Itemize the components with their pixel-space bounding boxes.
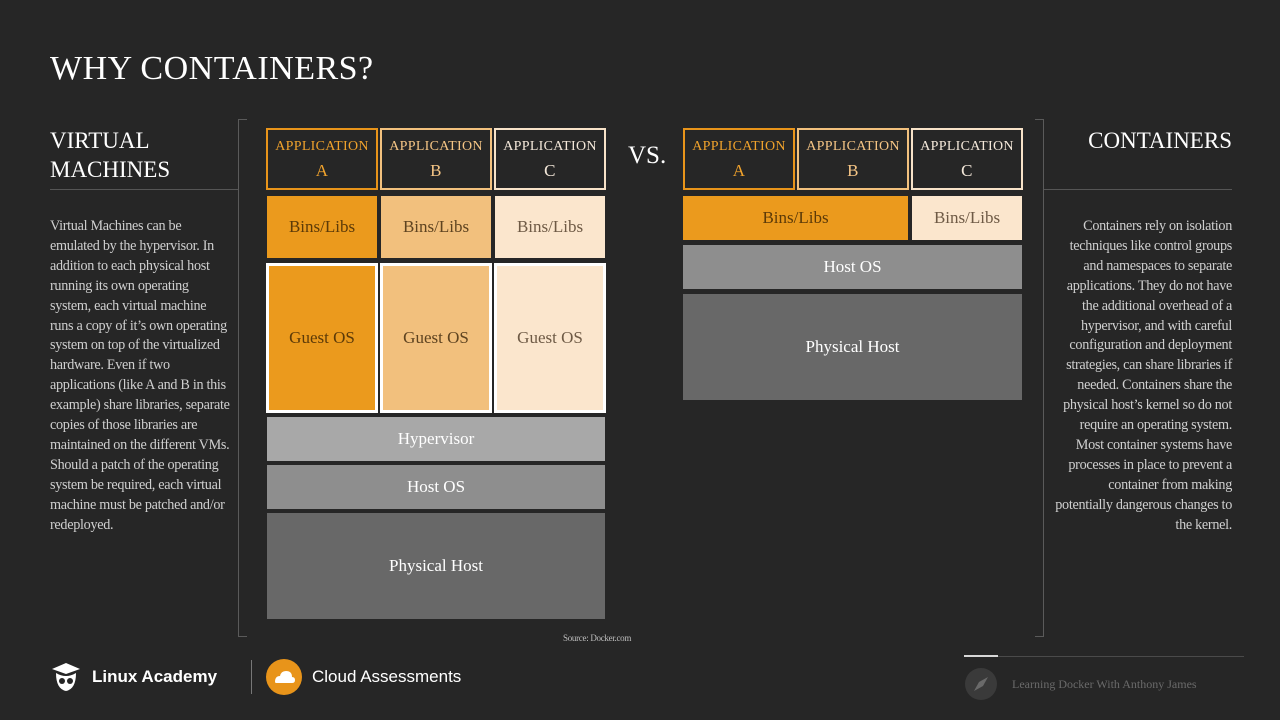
vm-host-os: Host OS bbox=[267, 465, 605, 509]
linux-academy-text: Linux Academy bbox=[92, 667, 218, 686]
vm-app-b: APPLICATION B bbox=[380, 128, 492, 190]
containers-description: Containers rely on isolation techniques … bbox=[1055, 218, 1232, 533]
ct-bins-libs-c: Bins/Libs bbox=[912, 196, 1022, 240]
vm-guest-os-a: Guest OS bbox=[266, 263, 378, 413]
slide-title: WHY CONTAINERS? bbox=[50, 50, 374, 87]
vm-physical-host: Physical Host bbox=[267, 513, 605, 619]
vm-heading-divider bbox=[50, 189, 238, 190]
vm-bins-libs-a: Bins/Libs bbox=[267, 196, 377, 258]
vm-hypervisor: Hypervisor bbox=[267, 417, 605, 461]
progress-track bbox=[998, 656, 1244, 657]
source-caption: Source: Docker.com bbox=[563, 633, 632, 643]
ct-app-a: APPLICATION A bbox=[683, 128, 795, 190]
cloud-assessments-logo: Cloud Assessments bbox=[266, 659, 461, 695]
footer-divider bbox=[251, 660, 252, 694]
ct-app-c: APPLICATION C bbox=[911, 128, 1023, 190]
app-letter: B bbox=[847, 161, 859, 180]
app-label: APPLICATION bbox=[692, 139, 786, 154]
vm-bins-libs-c: Bins/Libs bbox=[495, 196, 605, 258]
compass-icon bbox=[964, 667, 998, 701]
vm-guest-os-c: Guest OS bbox=[494, 263, 606, 413]
vm-description: Virtual Machines can be emulated by the … bbox=[50, 218, 230, 533]
ct-physical-host: Physical Host bbox=[683, 294, 1022, 400]
cloud-assessments-text: Cloud Assessments bbox=[312, 667, 462, 686]
cloud-logo-icon bbox=[266, 659, 302, 695]
vm-bracket bbox=[238, 119, 247, 637]
containers-bracket bbox=[1035, 119, 1044, 637]
app-label: APPLICATION bbox=[389, 139, 483, 154]
app-letter: A bbox=[315, 161, 329, 180]
linux-academy-logo: Linux Academy bbox=[50, 661, 217, 693]
app-label: APPLICATION bbox=[275, 139, 369, 154]
app-letter: A bbox=[732, 161, 746, 180]
ct-host-os: Host OS bbox=[683, 245, 1022, 289]
vs-label: VS. bbox=[628, 142, 667, 169]
app-letter: C bbox=[961, 161, 973, 180]
app-label: APPLICATION bbox=[920, 139, 1014, 154]
vm-app-c: APPLICATION C bbox=[494, 128, 606, 190]
vm-guest-os-b: Guest OS bbox=[380, 263, 492, 413]
ct-bins-libs-shared: Bins/Libs bbox=[683, 196, 908, 240]
vm-heading: VIRTUAL MACHINES bbox=[50, 128, 171, 182]
owl-logo-icon bbox=[50, 661, 82, 693]
containers-heading: CONTAINERS bbox=[1088, 128, 1232, 153]
vm-app-a: APPLICATION A bbox=[266, 128, 378, 190]
app-letter: B bbox=[430, 161, 442, 180]
ct-app-b: APPLICATION B bbox=[797, 128, 909, 190]
containers-heading-divider bbox=[1044, 189, 1232, 190]
app-label: APPLICATION bbox=[806, 139, 900, 154]
app-label: APPLICATION bbox=[503, 139, 597, 154]
vm-bins-libs-b: Bins/Libs bbox=[381, 196, 491, 258]
app-letter: C bbox=[544, 161, 556, 180]
course-watermark: Learning Docker With Anthony James bbox=[1012, 677, 1197, 691]
progress-indicator bbox=[964, 655, 998, 657]
